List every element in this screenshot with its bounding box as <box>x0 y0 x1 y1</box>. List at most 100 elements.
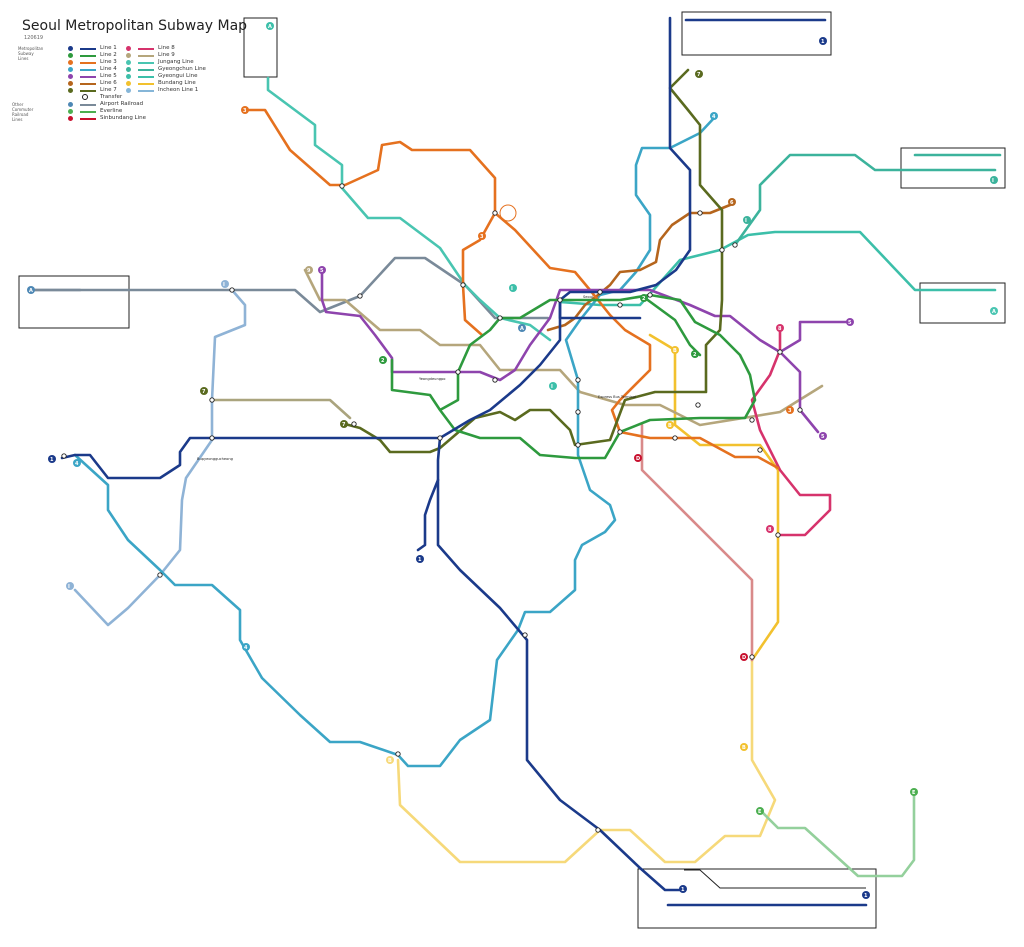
transfer-station[interactable] <box>492 210 498 216</box>
legend-label: Line 4 <box>100 66 117 72</box>
transfer-station[interactable] <box>595 827 601 833</box>
line-badge <box>241 106 249 114</box>
line-everline <box>758 790 916 878</box>
transfer-station[interactable] <box>695 402 701 408</box>
transfer-station[interactable] <box>697 210 703 216</box>
transfer-station[interactable] <box>719 247 725 253</box>
line-badge <box>679 885 687 893</box>
line-badge <box>200 387 208 395</box>
transfer-station[interactable] <box>395 751 401 757</box>
transfer-station[interactable] <box>455 369 461 375</box>
transfer-station[interactable] <box>672 435 678 441</box>
legend-label: Gyeongui Line <box>158 73 198 79</box>
badge-label: 1 <box>821 39 825 45</box>
transfer-station[interactable] <box>357 293 363 299</box>
badge-label: 3 <box>243 108 247 114</box>
legend-label: Everline <box>100 108 123 114</box>
transfer-station[interactable] <box>732 242 738 248</box>
badge-label: B <box>742 745 746 751</box>
line-badge <box>671 346 679 354</box>
line-4 <box>73 116 716 768</box>
transfer-station[interactable] <box>492 377 498 383</box>
line-badge <box>910 788 918 796</box>
badge-label: B <box>673 348 677 354</box>
badge-label: 2 <box>693 352 697 358</box>
transfer-station[interactable] <box>522 632 528 638</box>
transfer-station[interactable] <box>797 407 803 413</box>
transfer-station[interactable] <box>617 429 623 435</box>
line-2-swatch <box>80 55 96 57</box>
transfer-station[interactable] <box>757 447 763 453</box>
legend-label: Line 7 <box>100 87 117 93</box>
line-4-swatch <box>80 69 96 71</box>
transfer-station[interactable] <box>61 453 67 459</box>
line-gyeongchun <box>733 153 997 247</box>
transfer-station[interactable] <box>460 282 466 288</box>
line-3 <box>242 108 780 470</box>
line-badge <box>666 421 674 429</box>
line-3-dot-icon <box>68 60 73 65</box>
line-badge <box>509 284 517 292</box>
line-badge <box>379 356 387 364</box>
inset-box-west <box>18 275 130 329</box>
badge-label: 2 <box>381 358 385 364</box>
badge-label: A <box>29 288 33 294</box>
legend-label: Transfer <box>100 94 123 100</box>
line-5-dot-icon <box>68 74 73 79</box>
line-badge <box>786 406 794 414</box>
legend-label: Incheon Line 1 <box>158 87 199 93</box>
transfer-station[interactable] <box>575 377 581 383</box>
transfer-station[interactable] <box>575 442 581 448</box>
legend-heading-metro: Metropolitan Subway Lines <box>18 46 44 61</box>
gyeongchun-dot-icon <box>126 67 131 72</box>
bundang-dot-icon <box>126 81 131 86</box>
line-badge <box>66 582 74 590</box>
transfer-station[interactable] <box>229 287 235 293</box>
legend-label: Line 9 <box>158 52 175 58</box>
transfer-station[interactable] <box>209 435 215 441</box>
badge-label: 5 <box>821 434 825 440</box>
transfer-station[interactable] <box>557 297 563 303</box>
legend-label: Bundang Line <box>158 80 196 86</box>
line-badge <box>27 286 35 294</box>
badge-label: 2 <box>642 296 646 302</box>
connector-south <box>684 869 866 889</box>
legend-label: Jungang Line <box>158 59 194 65</box>
transfer-station[interactable] <box>749 654 755 660</box>
gyeongchun-swatch <box>138 69 154 71</box>
badge-label: 1 <box>418 557 422 563</box>
jungang-dot-icon <box>126 60 131 65</box>
line-badge <box>242 643 250 651</box>
line-1-swatch <box>80 48 96 50</box>
transfer-station[interactable] <box>597 289 603 295</box>
transfer-station[interactable] <box>209 397 215 403</box>
badge-label: 5 <box>848 320 852 326</box>
line-badge <box>691 350 699 358</box>
transfer-station[interactable] <box>497 315 503 321</box>
line-6-swatch <box>80 83 96 85</box>
transfer-station[interactable] <box>647 292 653 298</box>
transfer-station[interactable] <box>351 421 357 427</box>
transfer-station[interactable] <box>617 302 623 308</box>
legend-label: Sinbundang Line <box>100 115 147 121</box>
transfer-station[interactable] <box>749 417 755 423</box>
transfer-station[interactable] <box>437 435 443 441</box>
transfer-station[interactable] <box>339 183 345 189</box>
place-label: Seoul <box>583 295 593 299</box>
badge-label: B <box>668 423 672 429</box>
transfer-station[interactable] <box>157 572 163 578</box>
line-4-dot-icon <box>68 67 73 72</box>
transfer-station[interactable] <box>575 409 581 415</box>
line-badge <box>640 294 648 302</box>
line-badge <box>634 454 642 462</box>
badge-label: 9 <box>307 268 311 274</box>
line-sinbundang <box>640 423 754 662</box>
badge-label: 4 <box>244 645 248 651</box>
line-badge <box>305 266 313 274</box>
badge-label: A <box>268 24 272 30</box>
page-subtitle: 120619 <box>24 35 44 41</box>
line-badge <box>73 459 81 467</box>
transfer-station[interactable] <box>775 532 781 538</box>
line-6 <box>546 203 732 332</box>
transfer-station[interactable] <box>777 349 783 355</box>
